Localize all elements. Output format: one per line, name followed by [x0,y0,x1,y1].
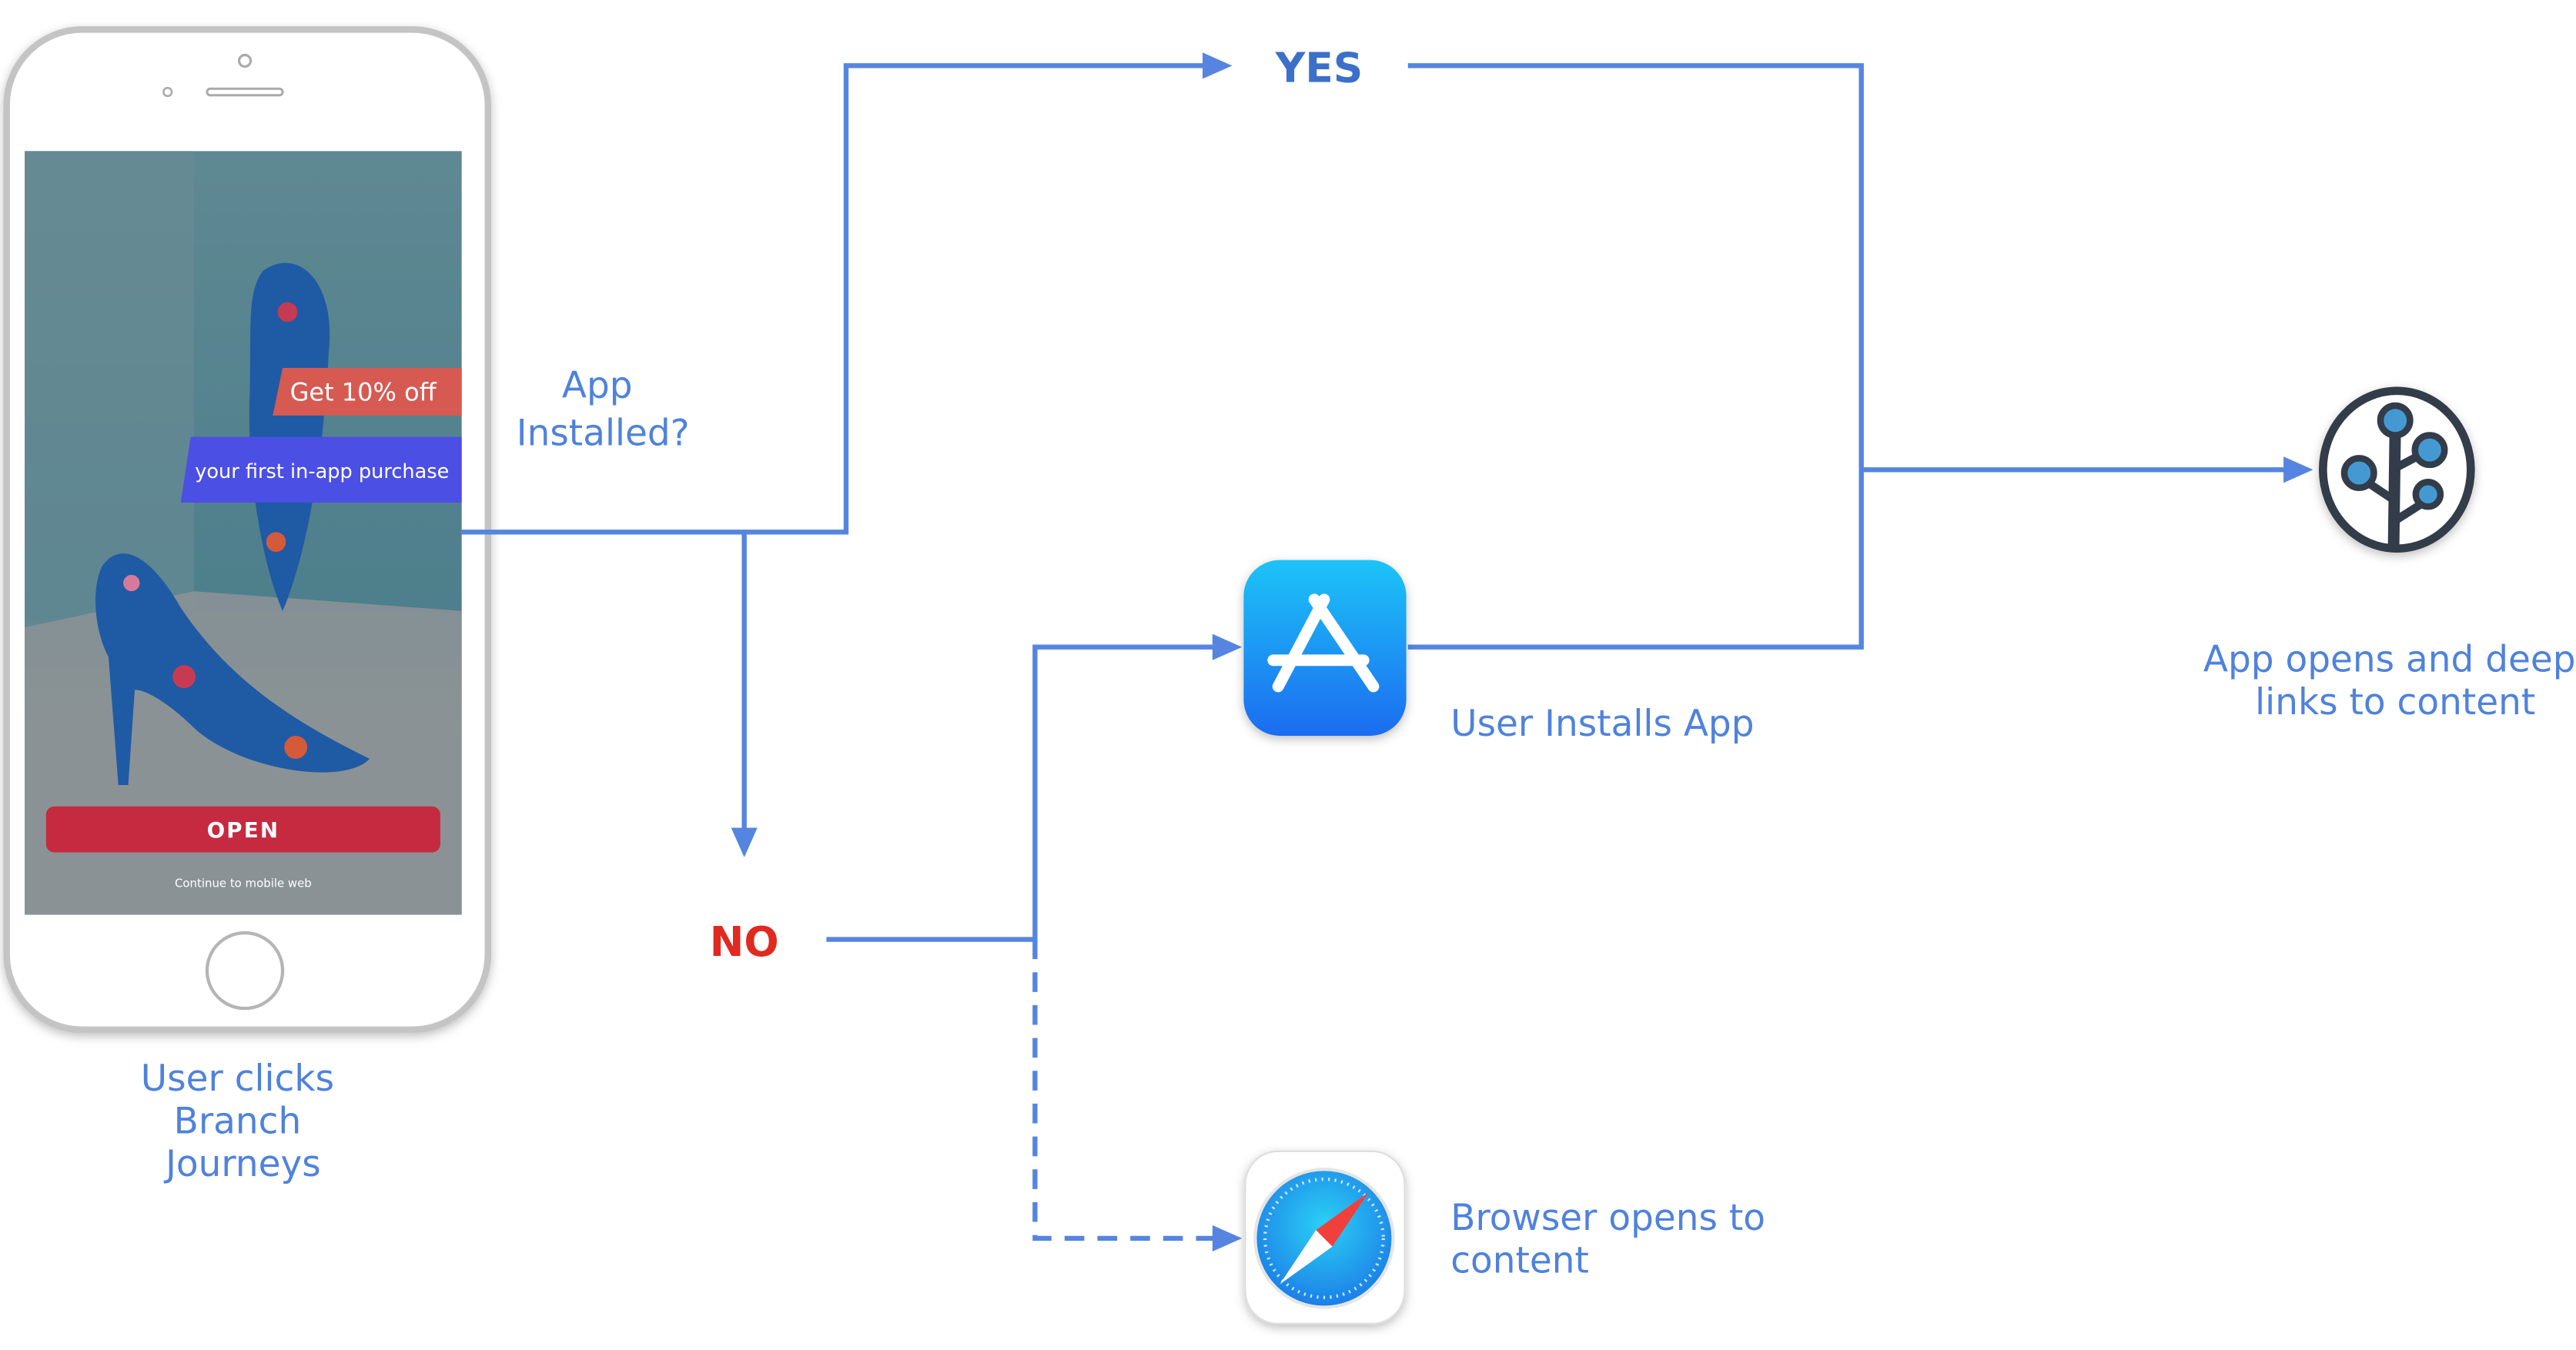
open-button[interactable] [45,806,440,853]
user-clicks-label: User clicks Branch Journeys [141,1058,346,1185]
promo-banner-subtitle: your first in-app purchase [195,460,449,483]
arrow-head [1212,1225,1243,1251]
sensor-icon [162,86,173,98]
promo-banner-title: Get 10% off [290,378,437,407]
arrow-head [1212,633,1243,660]
user-installs-label: User Installs App [1450,703,1754,745]
continue-mobile-web-link[interactable]: Continue to mobile web [175,876,312,890]
open-button-label: OPEN [207,817,280,843]
connector-to-yes [461,63,1208,535]
camera-icon [237,53,253,69]
promo-banner-blue [180,436,462,503]
promo-banner-red [273,367,462,416]
phone-mockup: Get 10% off your first in-app purchase O… [3,26,492,1034]
no-label: NO [710,917,779,966]
yes-label: YES [1275,44,1363,92]
browser-opens-label: Browser opens to content [1450,1197,1777,1281]
branch-logo-icon [2318,386,2475,553]
app-store-icon [1243,560,1407,736]
flow-connectors [461,52,2313,1251]
arrow-head [731,827,758,857]
connector-no-to-browser [1032,939,1216,1241]
app-installed-label: App Installed? [517,364,690,454]
arrow-head [1203,52,1233,79]
connector-no-to-app-store [826,644,1216,942]
app-opens-label: App opens and deep links to content [2203,639,2576,723]
safari-browser-icon [1244,1150,1406,1325]
home-button [205,931,285,1011]
speaker-icon [206,87,284,97]
connector-yes-to-install [1407,63,1864,650]
shoe-image [95,553,370,785]
arrow-head [2283,456,2313,483]
phone-screen: Get 10% off your first in-app purchase O… [25,151,462,915]
